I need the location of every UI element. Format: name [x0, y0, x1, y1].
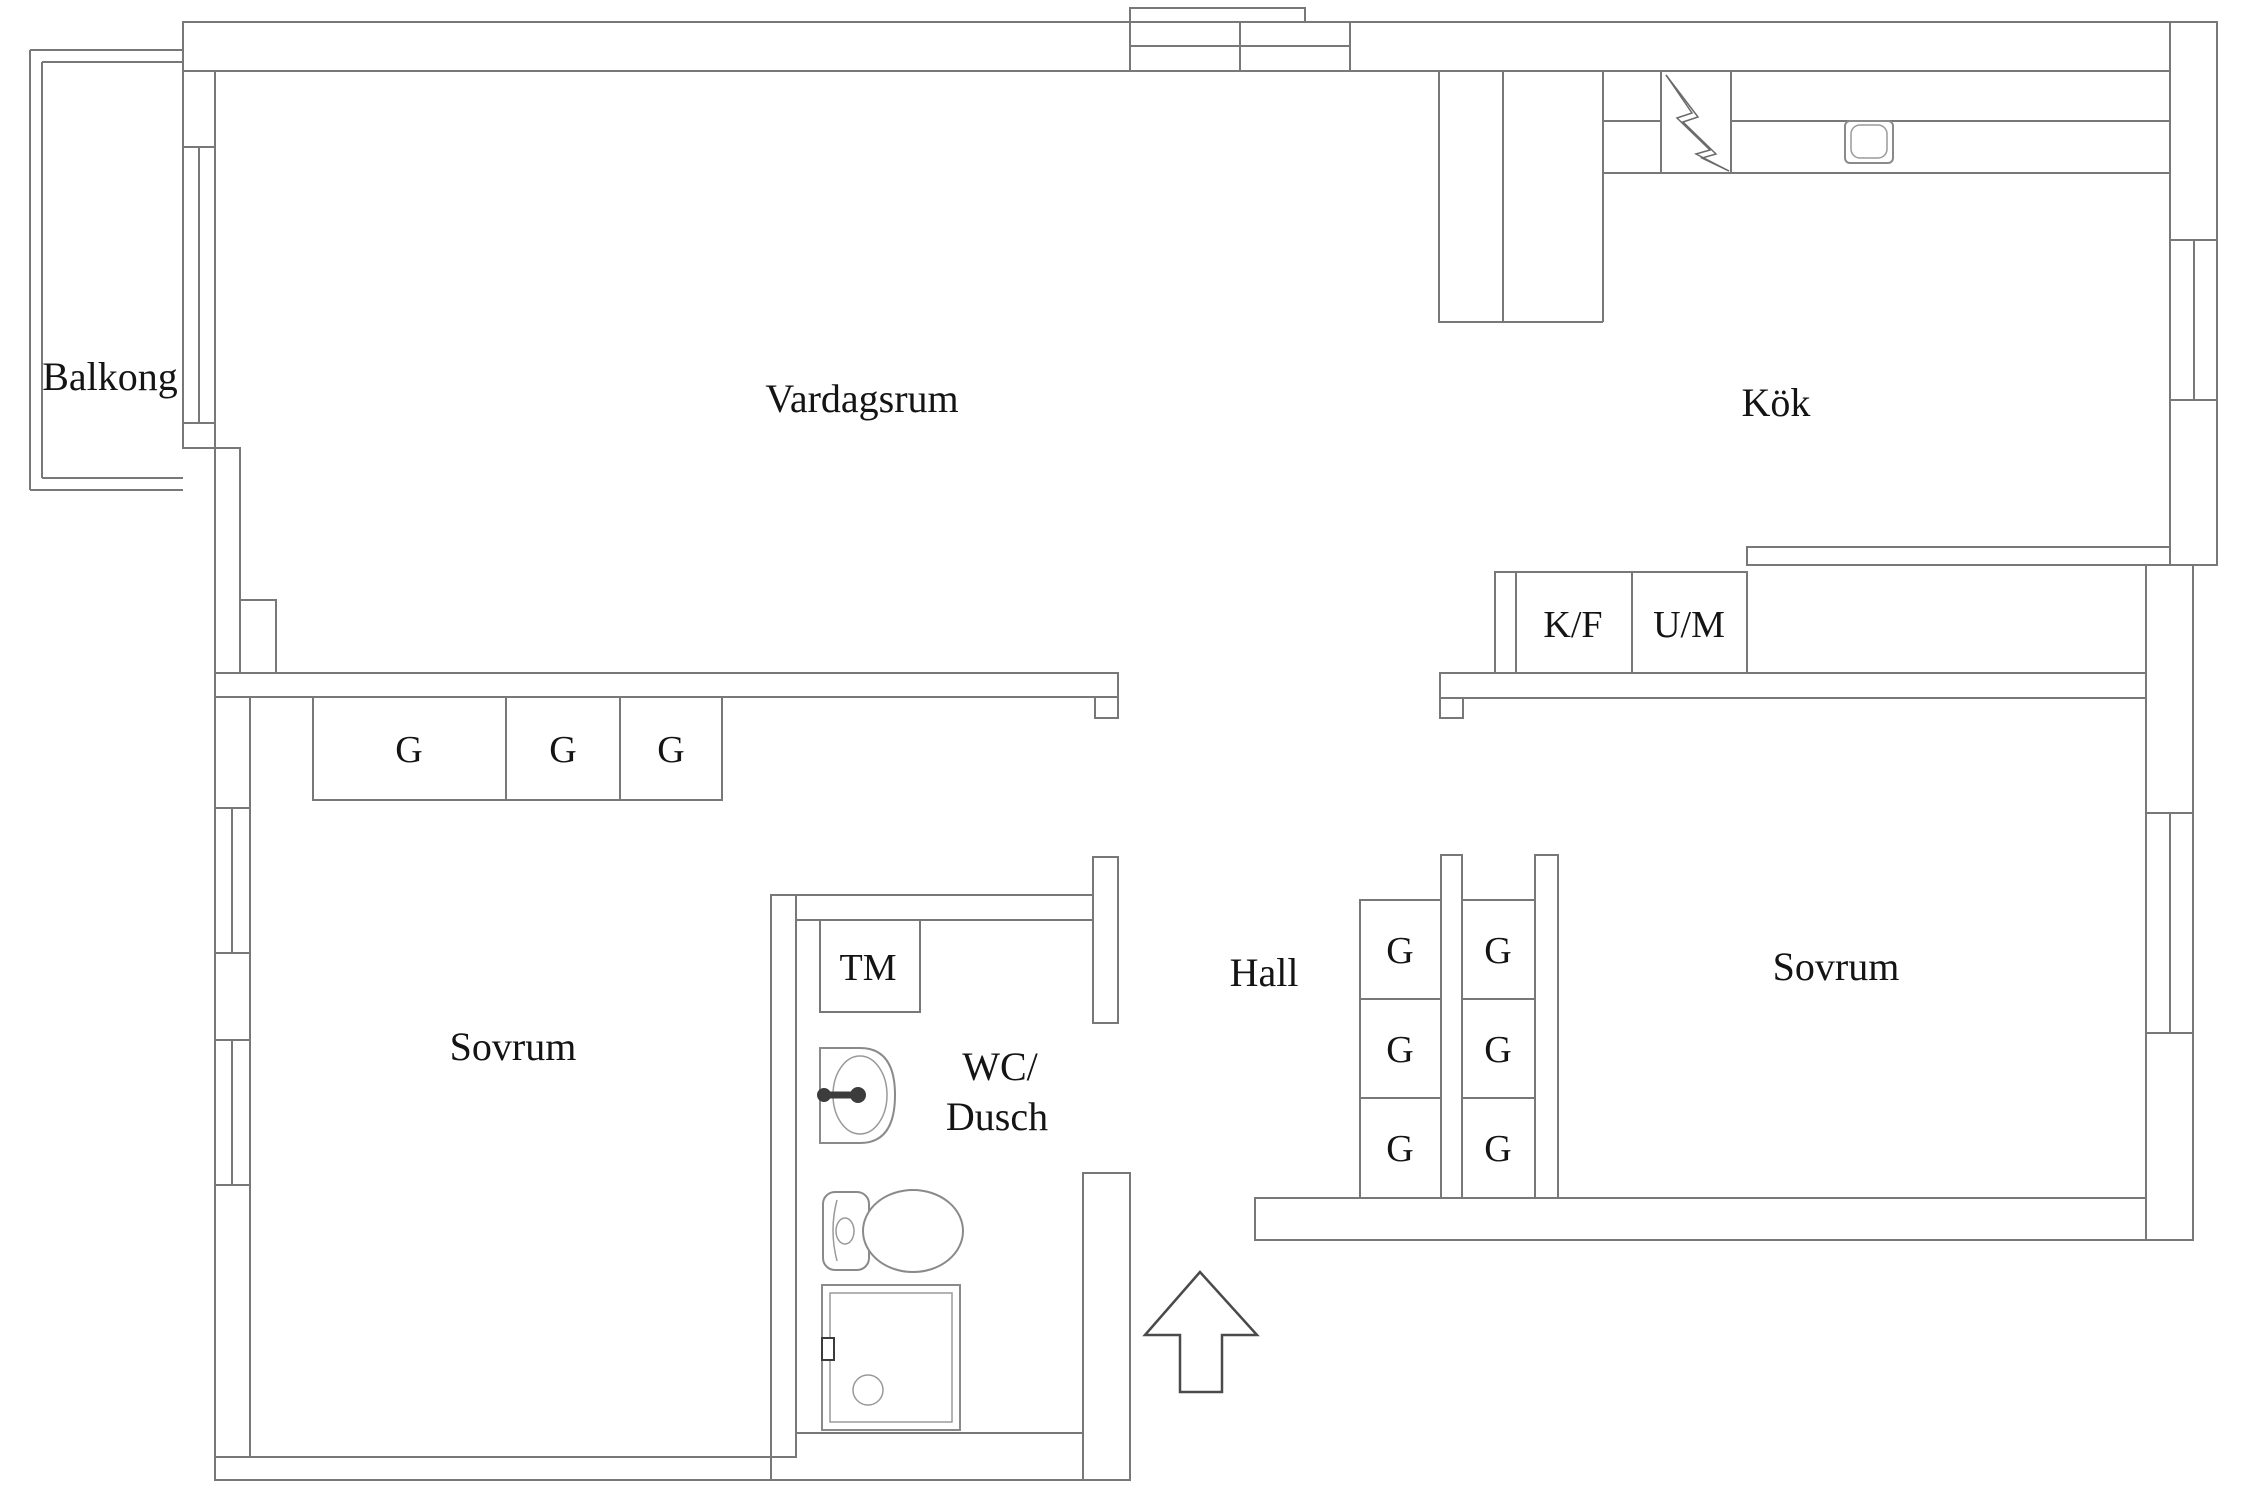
wall — [214, 672, 1119, 698]
faucet-knob — [817, 1088, 831, 1102]
toilet-detail — [832, 1199, 838, 1262]
balcony — [29, 49, 183, 491]
room-label-hall: Hall — [1230, 950, 1299, 995]
label-wardrobe: G — [1484, 1029, 1511, 1071]
labels: Balkong Vardagsrum Kök Sovrum Sovrum Hal… — [42, 354, 1899, 1170]
label-wardrobe: G — [1386, 1128, 1413, 1170]
wall — [1439, 672, 2147, 699]
stove-icon — [1660, 70, 1732, 174]
shower-mixer — [821, 1337, 835, 1361]
wardrobes — [312, 696, 1536, 1199]
wardrobe-column — [1461, 899, 1536, 1199]
wall-end — [1439, 697, 1464, 719]
wall — [770, 1432, 1131, 1481]
shower-drain — [852, 1374, 884, 1406]
label-wardrobe: G — [1484, 1128, 1511, 1170]
label-wardrobe: G — [395, 729, 422, 771]
label-wardrobe: G — [549, 729, 576, 771]
label-fridge-freezer: K/F — [1543, 604, 1602, 646]
outer-walls — [182, 7, 2218, 1481]
room-label-bedroom-right: Sovrum — [1773, 944, 1900, 989]
cabinet-filler — [1494, 571, 1517, 674]
wall — [770, 894, 797, 1458]
wall — [1534, 854, 1559, 1199]
label-wardrobe: G — [1386, 1029, 1413, 1071]
room-label-wc-line1: WC/ — [962, 1044, 1038, 1089]
entrance-arrow-icon — [1142, 1270, 1260, 1394]
kitchen-fittings — [1494, 70, 2171, 674]
label-wardrobe: G — [1386, 930, 1413, 972]
stove-lightning-icon — [1665, 74, 1730, 172]
wardrobe-row — [312, 696, 723, 801]
room-label-bedroom-left: Sovrum — [450, 1024, 577, 1069]
room-label-kitchen: Kök — [1742, 380, 1811, 425]
washing-machine-box — [819, 919, 921, 1013]
wall — [1082, 1172, 1131, 1481]
wall — [770, 894, 1094, 921]
room-label-living-room: Vardagsrum — [765, 376, 958, 421]
wall — [1254, 1197, 2194, 1241]
label-washing-machine: TM — [840, 947, 897, 989]
label-oven-microwave: U/M — [1653, 604, 1725, 646]
toilet-bowl — [862, 1189, 964, 1273]
wall — [1440, 854, 1463, 1199]
label-wardrobe: G — [1484, 930, 1511, 972]
room-label-balcony: Balkong — [42, 354, 178, 399]
kitchen-sink-basin — [1850, 124, 1888, 159]
wall — [1746, 546, 2171, 566]
toilet-flush — [835, 1217, 855, 1245]
bathroom-fixtures — [817, 919, 964, 1431]
interior-walls — [214, 70, 2171, 1481]
wall-bump — [1129, 7, 1306, 23]
wall — [182, 422, 216, 449]
wall — [214, 447, 241, 674]
wall — [1092, 856, 1119, 1024]
wardrobe-column — [1359, 899, 1442, 1199]
label-wardrobe: G — [657, 729, 684, 771]
wall-jamb — [239, 599, 277, 674]
wall — [182, 70, 216, 148]
room-label-wc-line2: Dusch — [946, 1094, 1048, 1139]
wall-end — [1094, 696, 1119, 719]
oven-microwave-box — [1631, 571, 1748, 674]
faucet-knob — [850, 1087, 866, 1103]
shower-icon — [821, 1284, 961, 1431]
kitchen-sink-icon — [1844, 120, 1894, 164]
wall-shaft — [1438, 70, 1504, 323]
